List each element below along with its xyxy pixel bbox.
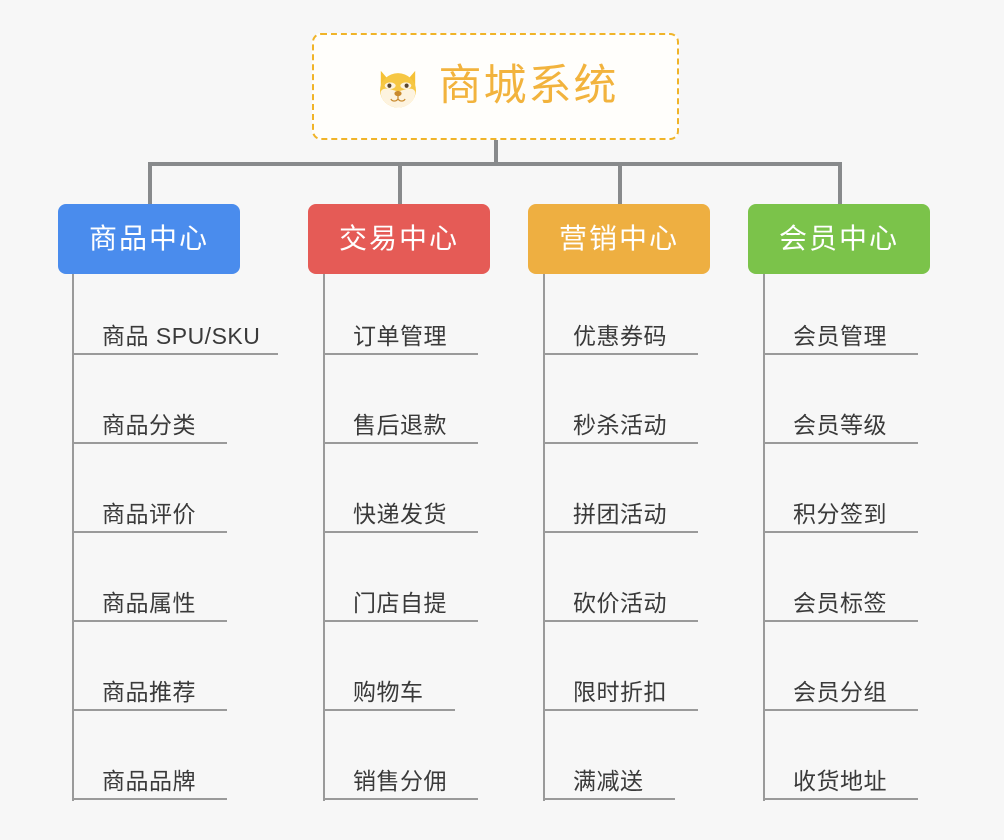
leaf-label-3-1: 优惠券码 [573, 322, 667, 349]
leaf-item-3-6[interactable]: 满减送 [543, 754, 675, 800]
leaf-item-4-1[interactable]: 会员管理 [763, 309, 918, 355]
leaf-label-4-5: 会员分组 [793, 678, 887, 705]
leaf-item-4-6[interactable]: 收货地址 [763, 754, 918, 800]
category-label-1: 商品中心 [88, 223, 209, 254]
leaf-label-1-4: 商品属性 [102, 589, 196, 616]
leaf-label-4-3: 积分签到 [793, 500, 887, 527]
leaf-label-4-1: 会员管理 [793, 322, 887, 349]
leaf-label-1-1: 商品 SPU/SKU [102, 322, 261, 349]
leaf-item-4-2[interactable]: 会员等级 [763, 398, 918, 444]
root-node[interactable]: 商城系统 [312, 33, 679, 140]
leaf-label-1-2: 商品分类 [102, 411, 196, 438]
leaf-label-2-6: 销售分佣 [353, 767, 447, 794]
leaf-item-1-4[interactable]: 商品属性 [72, 576, 227, 622]
connector-drop-4 [838, 162, 842, 204]
leaf-label-1-3: 商品评价 [102, 500, 196, 527]
leaf-label-3-5: 限时折扣 [573, 678, 667, 705]
leaf-label-1-6: 商品品牌 [102, 767, 196, 794]
connector-drop-3 [618, 162, 622, 204]
category-box-3[interactable]: 营销中心 [528, 204, 710, 274]
category-box-2[interactable]: 交易中心 [308, 204, 490, 274]
leaf-item-3-4[interactable]: 砍价活动 [543, 576, 698, 622]
trunk-line-4 [763, 274, 765, 801]
category-label-4: 会员中心 [778, 223, 899, 254]
leaf-item-2-4[interactable]: 门店自提 [323, 576, 478, 622]
connector-drop-2 [398, 162, 402, 204]
connector-root-stem [494, 140, 498, 165]
leaf-item-1-5[interactable]: 商品推荐 [72, 665, 227, 711]
trunk-line-3 [543, 274, 545, 801]
category-label-2: 交易中心 [338, 223, 459, 254]
leaf-label-2-1: 订单管理 [353, 322, 447, 349]
dog-face-icon [379, 70, 416, 108]
leaf-item-3-3[interactable]: 拼团活动 [543, 487, 698, 533]
leaf-item-1-6[interactable]: 商品品牌 [72, 754, 227, 800]
leaf-item-4-5[interactable]: 会员分组 [763, 665, 918, 711]
leaf-item-3-1[interactable]: 优惠券码 [543, 309, 698, 355]
leaf-label-2-4: 门店自提 [353, 589, 447, 616]
leaf-label-4-6: 收货地址 [793, 767, 887, 794]
leaf-label-1-5: 商品推荐 [102, 678, 196, 705]
leaf-label-3-6: 满减送 [573, 767, 644, 794]
leaf-label-3-2: 秒杀活动 [573, 411, 667, 438]
leaf-item-1-2[interactable]: 商品分类 [72, 398, 227, 444]
category-box-1[interactable]: 商品中心 [58, 204, 240, 274]
trunk-line-2 [323, 274, 325, 801]
root-title: 商城系统 [438, 62, 619, 110]
leaf-label-4-4: 会员标签 [793, 589, 887, 616]
connector-bus [148, 162, 842, 166]
leaf-item-2-2[interactable]: 售后退款 [323, 398, 478, 444]
leaf-item-2-3[interactable]: 快递发货 [323, 487, 478, 533]
leaf-item-2-1[interactable]: 订单管理 [323, 309, 478, 355]
category-label-3: 营销中心 [558, 223, 679, 254]
leaf-item-3-2[interactable]: 秒杀活动 [543, 398, 698, 444]
connector-drop-1 [148, 162, 152, 204]
trunk-line-1 [72, 274, 74, 801]
leaf-label-2-3: 快递发货 [353, 500, 447, 527]
leaf-item-1-3[interactable]: 商品评价 [72, 487, 227, 533]
leaf-item-1-1[interactable]: 商品 SPU/SKU [72, 309, 278, 355]
leaf-label-3-3: 拼团活动 [573, 500, 667, 527]
leaf-item-4-4[interactable]: 会员标签 [763, 576, 918, 622]
leaf-label-3-4: 砍价活动 [573, 589, 667, 616]
leaf-label-2-2: 售后退款 [353, 411, 447, 438]
leaf-item-3-5[interactable]: 限时折扣 [543, 665, 698, 711]
leaf-item-2-6[interactable]: 销售分佣 [323, 754, 478, 800]
leaf-label-2-5: 购物车 [353, 678, 424, 705]
leaf-label-4-2: 会员等级 [793, 411, 887, 438]
leaf-item-2-5[interactable]: 购物车 [323, 665, 455, 711]
category-box-4[interactable]: 会员中心 [748, 204, 930, 274]
leaf-item-4-3[interactable]: 积分签到 [763, 487, 918, 533]
